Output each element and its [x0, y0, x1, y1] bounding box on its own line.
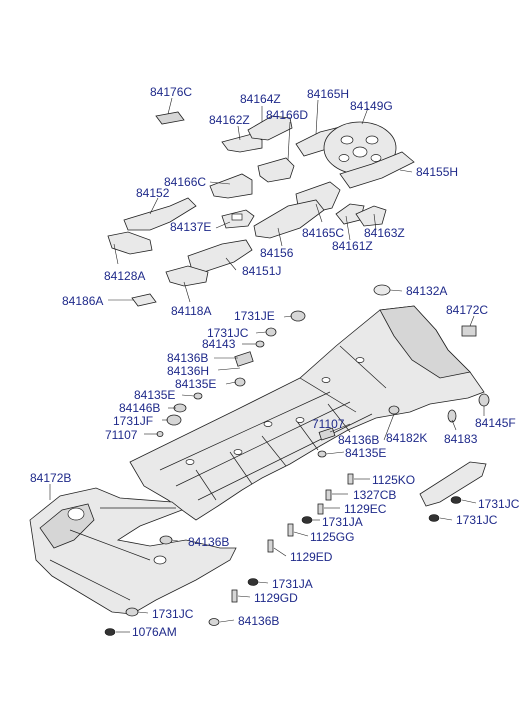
- label-84145F: 84145F: [475, 416, 516, 430]
- label-84151J: 84151J: [242, 264, 281, 278]
- label-71107-left: 71107: [105, 428, 138, 442]
- label-1731JC-upper: 1731JC: [207, 326, 249, 340]
- label-84135E-a: 84135E: [175, 377, 216, 391]
- label-1125KO: 1125KO: [372, 473, 415, 487]
- pad-84166d: [257, 157, 295, 183]
- label-1731JE: 1731JE: [234, 309, 275, 323]
- label-84135E-c: 84135E: [345, 446, 386, 460]
- pad-84164z: [247, 115, 293, 141]
- pad-84166c: [209, 173, 253, 199]
- pad-84156: [253, 199, 325, 239]
- label-71107-right: 71107: [312, 417, 345, 431]
- plug-84132a: [373, 284, 391, 296]
- pad-84155h: [339, 151, 415, 189]
- label-1731JC-lower: 1731JC: [152, 607, 194, 621]
- label-1731JA-upper: 1731JA: [322, 515, 363, 529]
- label-84164Z: 84164Z: [240, 92, 281, 106]
- label-84135E-b: 84135E: [134, 388, 175, 402]
- label-1129EC: 1129EC: [344, 502, 387, 516]
- label-84149G: 84149G: [350, 99, 393, 113]
- pad-84163z: [355, 205, 387, 227]
- label-84186A: 84186A: [62, 294, 103, 308]
- label-84146B: 84146B: [119, 401, 160, 415]
- pad-84137e: [221, 209, 255, 229]
- label-1129ED: 1129ED: [290, 550, 333, 564]
- label-84136B-lower: 84136B: [238, 614, 279, 628]
- pad-84152: [123, 197, 197, 231]
- label-84183: 84183: [444, 432, 478, 446]
- label-84161Z: 84161Z: [332, 239, 373, 253]
- label-1327CB: 1327CB: [353, 488, 396, 502]
- label-84166D: 84166D: [266, 108, 308, 122]
- label-84163Z: 84163Z: [364, 226, 405, 240]
- floor-fasteners: [156, 310, 490, 458]
- label-84162Z: 84162Z: [209, 113, 250, 127]
- leader-lines: [49, 97, 485, 633]
- label-84165C: 84165C: [302, 226, 344, 240]
- label-84137E: 84137E: [170, 220, 211, 234]
- pad-84149g-disc: [323, 121, 397, 175]
- rear-bracket: [419, 461, 487, 522]
- pad-84128a: [107, 231, 153, 255]
- part-labels: 84176C 84164Z 84165H 84149G 84162Z 84166…: [30, 85, 520, 639]
- label-1731JA-lower: 1731JA: [272, 577, 313, 591]
- label-84136B-mid: 84136B: [338, 433, 379, 447]
- label-84172B: 84172B: [30, 471, 71, 485]
- label-84165H: 84165H: [307, 87, 349, 101]
- label-1731JC-right-b: 1731JC: [456, 513, 498, 527]
- label-84136H: 84136H: [167, 364, 209, 378]
- label-84143: 84143: [202, 337, 236, 351]
- label-84182K: 84182K: [386, 431, 427, 445]
- label-84128A: 84128A: [104, 269, 145, 283]
- label-84152: 84152: [136, 186, 170, 200]
- label-1129GD: 1129GD: [254, 591, 298, 605]
- label-84172C: 84172C: [446, 303, 488, 317]
- front-frame: [29, 487, 237, 636]
- label-84166C: 84166C: [164, 175, 206, 189]
- label-1731JC-right-a: 1731JC: [478, 497, 520, 511]
- pad-84172c: [461, 325, 477, 337]
- pad-84118a: [165, 265, 209, 287]
- label-84136B-upper: 84136B: [167, 351, 208, 365]
- floor-panel: [129, 305, 485, 521]
- label-84156: 84156: [260, 246, 294, 260]
- label-1125GG: 1125GG: [310, 530, 354, 544]
- pad-84176c: [155, 111, 185, 125]
- bolts: [208, 473, 354, 626]
- label-84132A: 84132A: [406, 284, 447, 298]
- label-84136B-left: 84136B: [188, 535, 229, 549]
- label-84176C: 84176C: [150, 85, 192, 99]
- label-84118A: 84118A: [171, 304, 211, 318]
- pad-84186a: [131, 293, 157, 307]
- label-1731JF: 1731JF: [113, 414, 153, 428]
- label-1076AM: 1076AM: [132, 625, 177, 639]
- label-84155H: 84155H: [416, 165, 458, 179]
